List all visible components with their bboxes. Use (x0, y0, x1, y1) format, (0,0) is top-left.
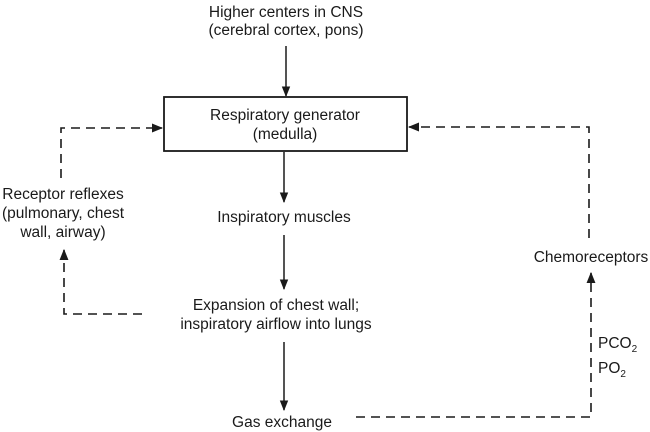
dashed-arrow-expansion-to-reflexes (59, 248, 142, 315)
expansion-label: Expansion of chest wall; (193, 297, 359, 314)
pco2-label: PCO2 (598, 335, 638, 355)
receptor-reflexes-sublabel-2: wall, airway) (19, 224, 105, 241)
muscles-label: Inspiratory muscles (217, 209, 351, 226)
receptor-reflexes-label: Receptor reflexes (2, 186, 124, 203)
expansion-sublabel: inspiratory airflow into lungs (180, 316, 372, 333)
generator-sublabel: (medulla) (253, 126, 318, 143)
chemoreceptors-label: Chemoreceptors (534, 249, 649, 266)
higher-centers-label: Higher centers in CNS (209, 4, 363, 21)
dashed-arrow-gas-exchange-to-chemoreceptors (356, 271, 596, 418)
generator-box (163, 96, 408, 152)
gas-exchange-label: Gas exchange (232, 414, 332, 431)
dashed-arrow-chemoreceptors-to-generator (407, 122, 590, 238)
dashed-arrow-reflexes-to-generator (60, 123, 164, 178)
receptor-reflexes-sublabel-1: (pulmonary, chest (2, 205, 125, 222)
generator-label: Respiratory generator (210, 107, 360, 124)
higher-centers-sublabel: (cerebral cortex, pons) (208, 22, 363, 39)
po2-label: PO2 (598, 360, 626, 380)
